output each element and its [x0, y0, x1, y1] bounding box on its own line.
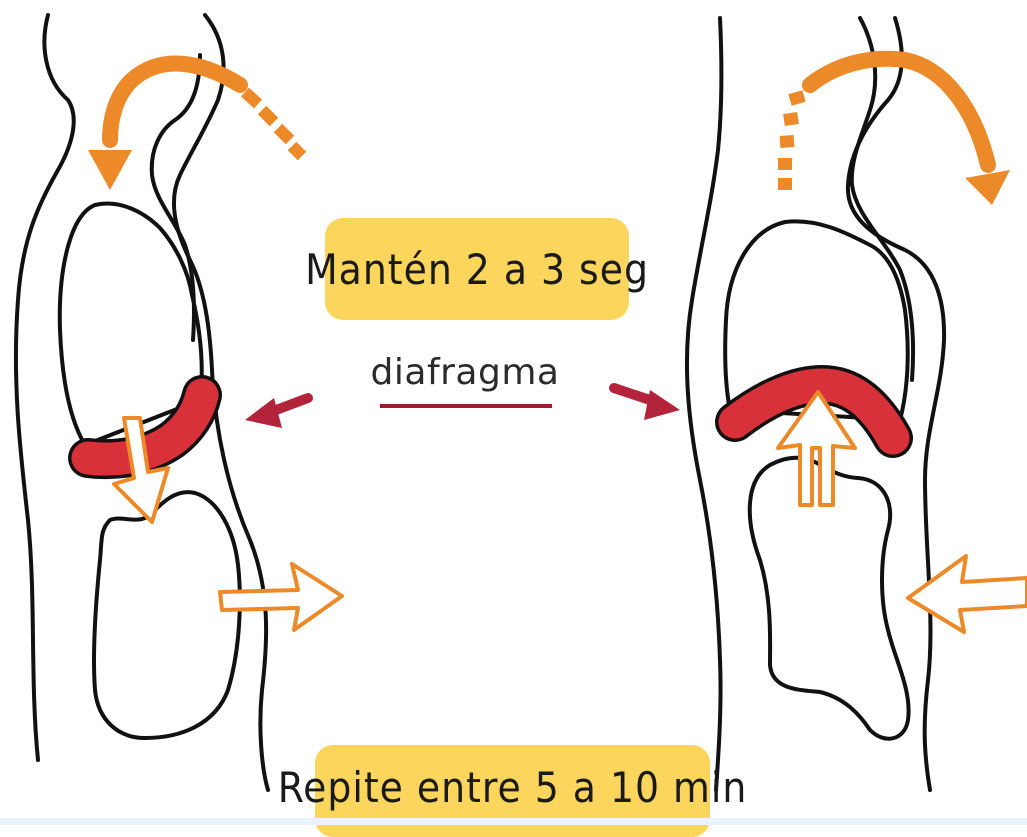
pointer-arrow-right	[614, 388, 680, 420]
diaphragm-underline	[380, 404, 552, 408]
repeat-duration-text: Repite entre 5 a 10 min	[278, 763, 748, 812]
exhale-air-arrow	[778, 59, 1010, 205]
hold-duration-text: Mantén 2 a 3 seg	[305, 245, 649, 294]
abdomen-in-arrow	[908, 556, 1027, 632]
hold-duration-label: Mantén 2 a 3 seg	[325, 218, 629, 320]
diaphragm-label: diafragma	[350, 352, 580, 393]
body-front-outline-right	[687, 18, 721, 790]
inhale-air-arrow	[88, 64, 302, 190]
inhale-figure	[16, 15, 268, 790]
abdomen-outline	[94, 492, 240, 738]
bottom-strip	[0, 818, 1027, 825]
pointer-arrow-left	[245, 398, 308, 428]
airway-outline-right	[852, 18, 913, 380]
